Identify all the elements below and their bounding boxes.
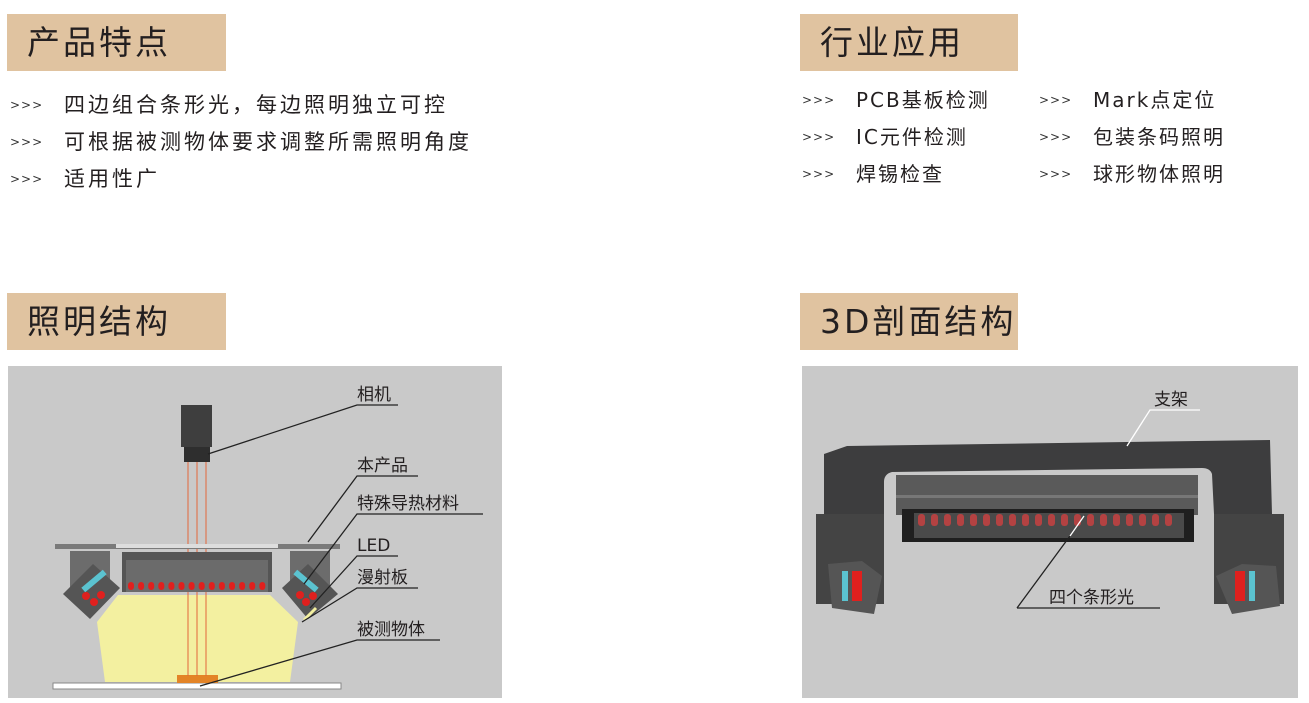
led-dot <box>957 514 964 526</box>
feature-text: 适用性广 <box>64 167 160 191</box>
led-dot <box>1152 514 1159 526</box>
application-text: Mark点定位 <box>1093 88 1217 112</box>
led-dot <box>148 582 155 590</box>
led-dot <box>208 582 215 590</box>
list-item: >>> PCB基板检测 <box>802 82 990 119</box>
feature-text: 可根据被测物体要求调整所需照明角度 <box>64 130 472 154</box>
led-dot <box>198 582 205 590</box>
test-object <box>177 675 218 683</box>
led-dot <box>249 582 256 590</box>
bullet-arrows-icon: >>> <box>1039 93 1073 107</box>
label-bracket: 支架 <box>1154 390 1188 410</box>
list-item: >>> 可根据被测物体要求调整所需照明角度 <box>10 124 472 161</box>
led-dot <box>259 582 266 590</box>
lighting-diagram: 相机 本产品 特殊导热材料 LED 漫射板 被测物体 <box>8 366 502 698</box>
bullet-arrows-icon: >>> <box>802 167 836 181</box>
section-3d-heading: 3D剖面结构 <box>800 293 1018 350</box>
led-dot <box>218 582 225 590</box>
section-3d-diagram: 支架 四个条形光 <box>802 366 1298 698</box>
applications-col1: >>> PCB基板检测 >>> IC元件检测 >>> 焊锡检查 <box>802 82 990 193</box>
applications-col2: >>> Mark点定位 >>> 包装条码照明 >>> 球形物体照明 <box>1039 82 1225 193</box>
led-dot <box>1126 514 1133 526</box>
bullet-arrows-icon: >>> <box>1039 130 1073 144</box>
bullet-arrows-icon: >>> <box>802 130 836 144</box>
application-text: 焊锡检查 <box>856 162 944 186</box>
list-item: >>> 四边组合条形光，每边照明独立可控 <box>10 87 472 124</box>
left-side-light <box>63 551 120 619</box>
led-dot <box>1165 514 1172 526</box>
list-item: >>> 焊锡检查 <box>802 156 990 193</box>
led-dot <box>168 582 175 590</box>
base-plate <box>52 682 342 690</box>
label-diffuser: 漫射板 <box>357 568 408 588</box>
led-dot <box>983 514 990 526</box>
led-dot <box>1087 514 1094 526</box>
application-text: 包装条码照明 <box>1093 125 1225 149</box>
label-camera: 相机 <box>357 385 391 405</box>
label-test-object: 被测物体 <box>357 620 425 640</box>
led-dot <box>239 582 246 590</box>
led-dot <box>1113 514 1120 526</box>
led-dot <box>229 582 235 590</box>
label-bars: 四个条形光 <box>1049 588 1134 608</box>
led-dot <box>1139 514 1146 526</box>
led-dot <box>1100 514 1107 526</box>
list-item: >>> Mark点定位 <box>1039 82 1225 119</box>
list-item: >>> 球形物体照明 <box>1039 156 1225 193</box>
application-text: PCB基板检测 <box>856 88 990 112</box>
label-product: 本产品 <box>357 456 408 476</box>
applications-heading: 行业应用 <box>800 14 1018 71</box>
features-list: >>> 四边组合条形光，每边照明独立可控 >>> 可根据被测物体要求调整所需照明角度… <box>10 87 472 198</box>
leader-lines <box>199 404 483 687</box>
label-led: LED <box>357 536 390 556</box>
application-text: IC元件检测 <box>856 125 968 149</box>
led-dot <box>1061 514 1068 526</box>
leader-lines <box>1016 409 1200 609</box>
led-dot <box>138 582 145 590</box>
led-dot <box>918 514 925 526</box>
features-heading: 产品特点 <box>7 14 226 71</box>
bullet-arrows-icon: >>> <box>10 172 44 186</box>
feature-text: 四边组合条形光，每边照明独立可控 <box>64 93 448 117</box>
list-item: >>> 适用性广 <box>10 161 472 198</box>
led-dot <box>1035 514 1042 526</box>
led-dot <box>996 514 1003 526</box>
application-text: 球形物体照明 <box>1093 162 1225 186</box>
led-dot <box>1048 514 1055 526</box>
list-item: >>> 包装条码照明 <box>1039 119 1225 156</box>
list-item: >>> IC元件检测 <box>802 119 990 156</box>
led-dot <box>188 582 195 590</box>
led-dot <box>1022 514 1029 526</box>
bullet-arrows-icon: >>> <box>1039 167 1073 181</box>
bullet-arrows-icon: >>> <box>802 93 836 107</box>
bullet-arrows-icon: >>> <box>10 98 44 112</box>
bracket <box>824 440 1272 538</box>
led-dot <box>970 514 977 526</box>
led-dot <box>931 514 938 526</box>
led-dot <box>178 582 185 590</box>
led-dot <box>944 514 951 526</box>
led-dot <box>158 582 165 590</box>
led-dot <box>1009 514 1016 526</box>
camera-icon <box>181 405 212 462</box>
led-dot <box>128 582 134 590</box>
label-thermal-material: 特殊导热材料 <box>357 494 459 514</box>
bullet-arrows-icon: >>> <box>10 135 44 149</box>
lighting-structure-heading: 照明结构 <box>7 293 226 350</box>
